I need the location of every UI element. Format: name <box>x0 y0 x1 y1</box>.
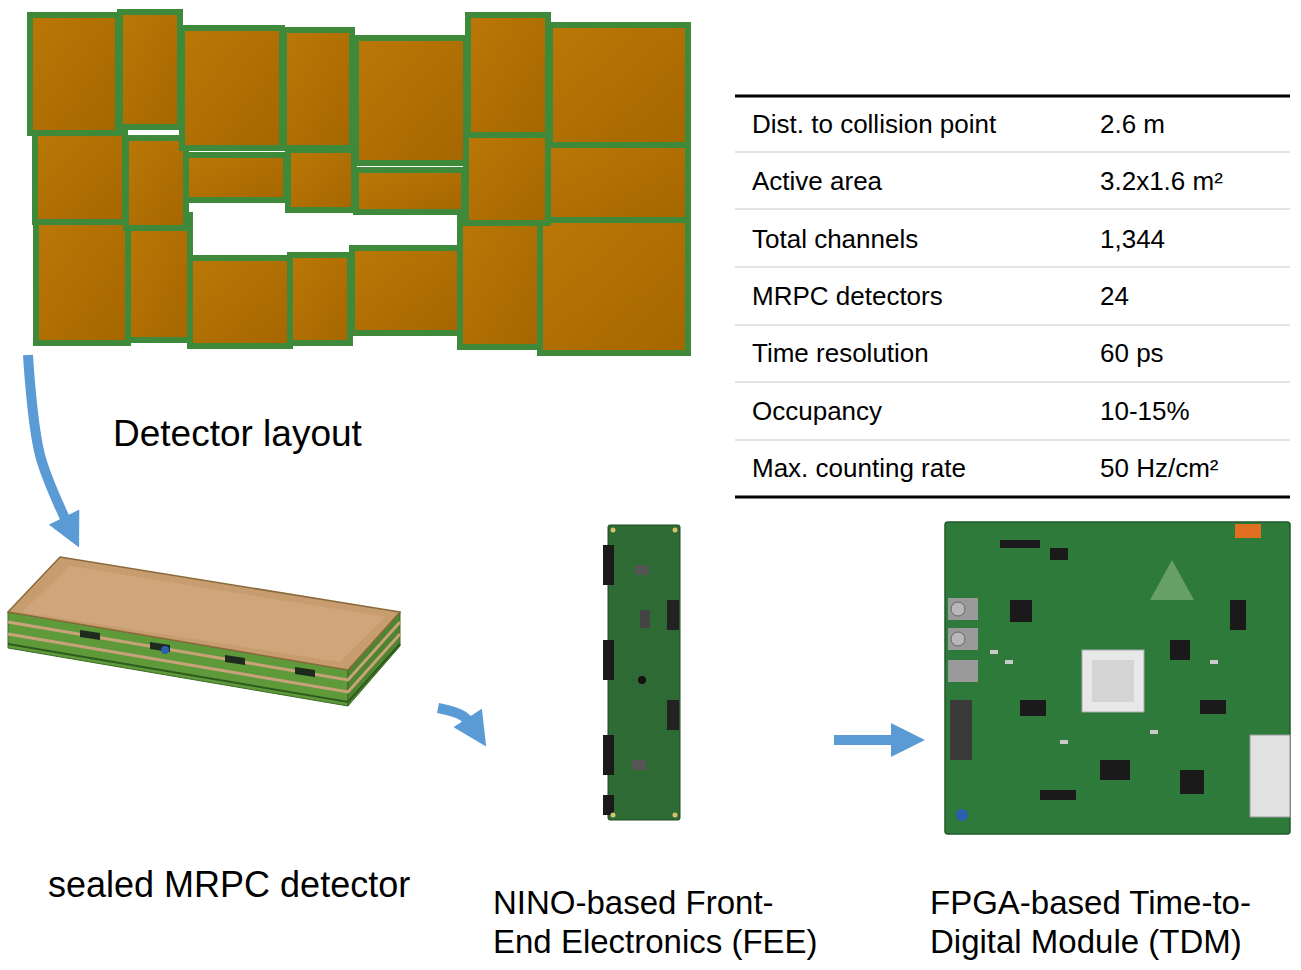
table-cell: 2.6 m <box>1100 107 1165 141</box>
illustration-node: Detector layout <box>28 5 698 460</box>
caption: sealed MRPC detector <box>48 863 434 906</box>
table-cell: Occupancy <box>752 394 882 428</box>
detector-wall <box>30 12 688 353</box>
table-cell: 3.2x1.6 m² <box>1100 164 1223 198</box>
flow-arrow <box>438 708 477 732</box>
table-cell: Total channels <box>752 222 918 256</box>
fee-board <box>603 525 680 820</box>
table-cell: Max. counting rate <box>752 451 966 485</box>
table-cell: Dist. to collision point <box>752 107 996 141</box>
caption: NINO-based Front- End Electronics (FEE) <box>493 883 829 962</box>
caption: Detector layout <box>113 412 694 456</box>
table-cell: 1,344 <box>1100 222 1165 256</box>
table-cell: 24 <box>1100 279 1129 313</box>
illustration-node: sealed MRPC detector <box>8 548 438 910</box>
table-rules <box>735 96 1290 497</box>
table-cell: 50 Hz/cm² <box>1100 451 1218 485</box>
table-cell: Time resolution <box>752 336 929 370</box>
table-cell: 60 ps <box>1100 336 1164 370</box>
table-cell: Active area <box>752 164 882 198</box>
illustration-node: NINO-based Front- End Electronics (FEE) <box>488 520 834 964</box>
flow-arrow <box>28 355 72 532</box>
illustration-node: FPGA-based Time-to- Digital Module (TDM) <box>925 520 1275 964</box>
table-cell: MRPC detectors <box>752 279 943 313</box>
table-cell: 10-15% <box>1100 394 1190 428</box>
flow-arrow <box>834 735 908 745</box>
tdm-board <box>945 522 1290 834</box>
mrpc-slab <box>8 557 400 706</box>
caption: FPGA-based Time-to- Digital Module (TDM) <box>930 883 1270 962</box>
